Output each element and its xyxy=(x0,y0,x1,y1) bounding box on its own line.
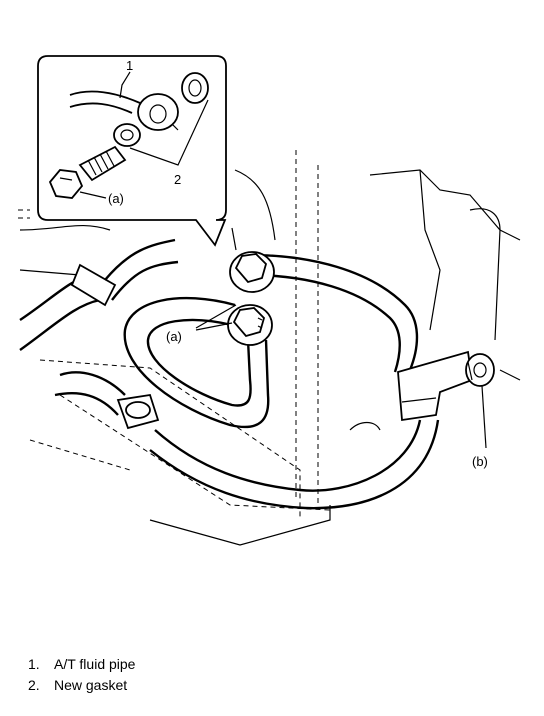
transmission-housing xyxy=(18,150,521,546)
legend-number: 1. xyxy=(28,656,40,672)
main-bolts-label: (a) xyxy=(166,329,182,344)
fluid-pipe-illustration: 1 2 (a) (a) xyxy=(18,55,521,546)
legend-text: New gasket xyxy=(54,677,128,693)
legend-item: 2. New gasket xyxy=(28,675,135,696)
lower-hose xyxy=(54,371,160,430)
inset-fluid-pipe xyxy=(69,90,179,131)
inset-union-bolt xyxy=(48,145,127,199)
fluid-pipes xyxy=(123,253,479,510)
legend-number: 2. xyxy=(28,677,40,693)
legend: 1. A/T fluid pipe 2. New gasket xyxy=(28,654,135,696)
left-hose xyxy=(19,238,179,351)
inset-label-bolt: (a) xyxy=(108,191,124,206)
legend-item: 1. A/T fluid pipe xyxy=(28,654,135,675)
pipe-bracket xyxy=(397,350,495,422)
union-bolts xyxy=(227,251,275,346)
bracket-nut-label: (b) xyxy=(472,454,488,469)
inset-label-2: 2 xyxy=(174,172,181,187)
inset-label-1: 1 xyxy=(126,58,133,73)
inset-gaskets xyxy=(113,72,209,147)
legend-text: A/T fluid pipe xyxy=(54,656,136,672)
inset-detail-box: 1 2 (a) xyxy=(37,55,227,247)
